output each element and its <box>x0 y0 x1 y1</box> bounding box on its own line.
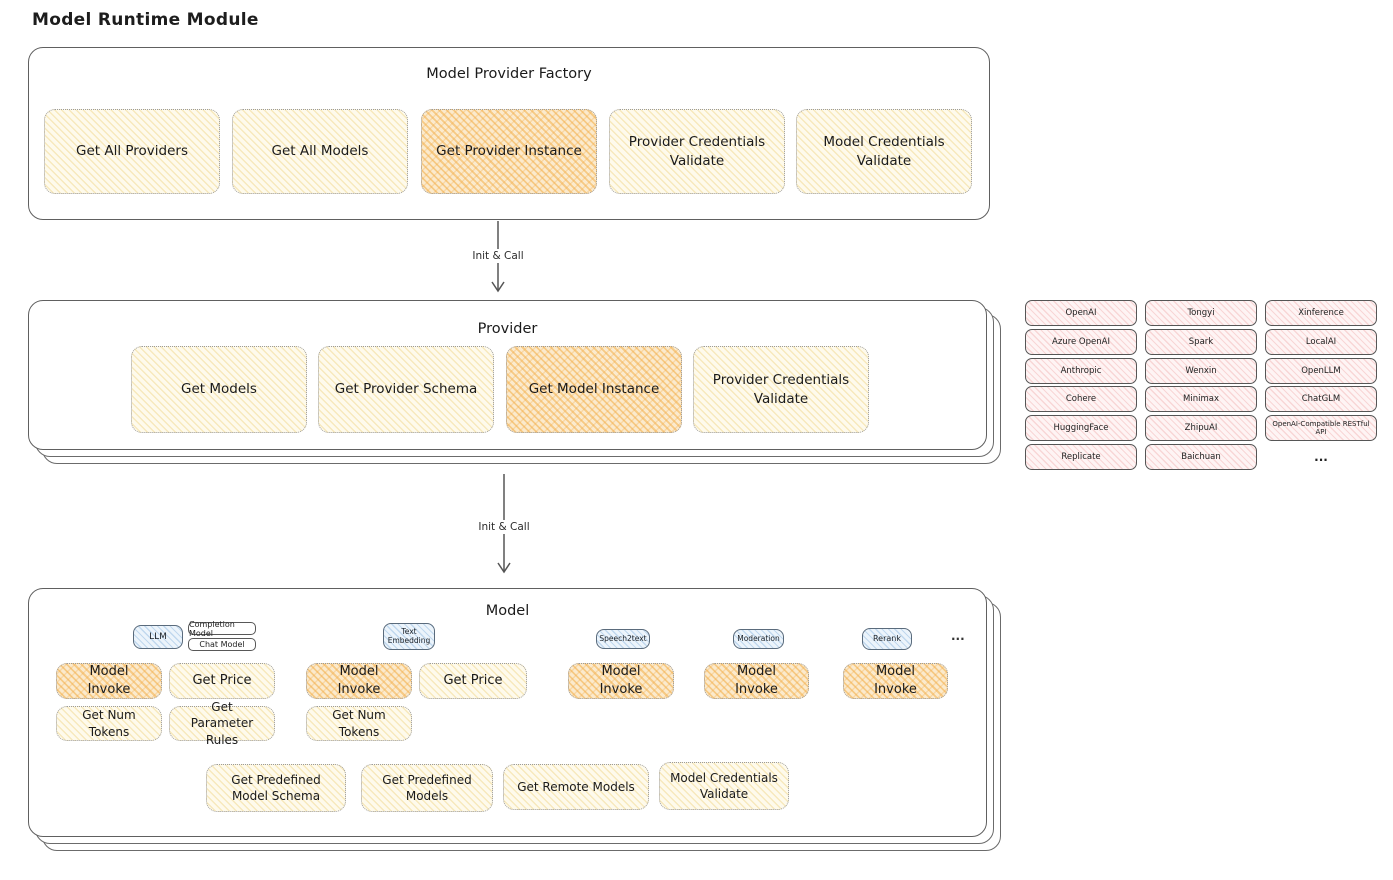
provider-get-model-instance: Get Model Instance <box>506 346 682 433</box>
page-title: Model Runtime Module <box>32 10 259 30</box>
factory-title: Model Provider Factory <box>426 66 592 82</box>
te-get-num-tokens: Get Num Tokens <box>306 706 412 741</box>
model-subtype-chat: Chat Model <box>188 638 256 651</box>
model-subtype-completion: Completion Model <box>188 620 256 638</box>
provider-credentials-validate: Provider Credentials Validate <box>693 346 869 433</box>
provider-chip-openai-compatible: OpenAI-Compatible RESTful API <box>1265 415 1377 442</box>
moderation-model-invoke: Model Invoke <box>704 663 809 699</box>
provider-chip-openai: OpenAI <box>1025 300 1137 326</box>
provider-chip-azure-openai: Azure OpenAI <box>1025 328 1137 355</box>
model-credentials-validate: Model Credentials Validate <box>659 762 789 810</box>
factory-box: Model Provider Factory Get All Providers… <box>28 47 990 220</box>
llm-get-price: Get Price <box>169 663 275 699</box>
provider-chip-replicate: Replicate <box>1025 443 1137 470</box>
factory-get-provider-instance: Get Provider Instance <box>421 109 597 194</box>
arrow2-label: Init & Call <box>473 520 535 534</box>
provider-chip-cohere: Cohere <box>1025 386 1137 413</box>
provider-chip-openllm: OpenLLM <box>1265 357 1377 384</box>
te-model-invoke: Model Invoke <box>306 663 412 699</box>
model-box: Model LLM Completion Model Chat Model Te… <box>28 588 987 837</box>
s2t-model-invoke: Model Invoke <box>568 663 674 699</box>
model-type-llm: LLM <box>133 625 183 649</box>
get-predefined-model-schema: Get Predefined Model Schema <box>206 764 346 812</box>
arrow1-label: Init & Call <box>467 249 529 263</box>
factory-provider-credentials-validate: Provider Credentials Validate <box>609 109 785 194</box>
model-type-text-embedding: Text Embedding <box>383 623 435 650</box>
factory-get-all-models: Get All Models <box>232 109 408 194</box>
provider-chip-more: ... <box>1314 449 1328 464</box>
provider-chip-wenxin: Wenxin <box>1145 357 1257 384</box>
provider-chip-localai: LocalAI <box>1265 328 1377 355</box>
model-type-rerank: Rerank <box>862 628 912 650</box>
provider-chip-spark: Spark <box>1145 328 1257 355</box>
llm-model-invoke: Model Invoke <box>56 663 162 699</box>
get-predefined-models: Get Predefined Models <box>361 764 493 812</box>
model-title: Model <box>485 603 530 619</box>
provider-chip-minimax: Minimax <box>1145 386 1257 413</box>
factory-model-credentials-validate: Model Credentials Validate <box>796 109 972 194</box>
model-type-moderation: Moderation <box>733 629 784 649</box>
provider-chip-chatglm: ChatGLM <box>1265 386 1377 413</box>
model-type-speech2text: Speech2text <box>596 629 650 649</box>
provider-title: Provider <box>477 321 538 337</box>
provider-get-models: Get Models <box>131 346 307 433</box>
provider-list: OpenAI Tongyi Xinference Azure OpenAI Sp… <box>1025 300 1377 470</box>
te-get-price: Get Price <box>419 663 527 699</box>
provider-get-provider-schema: Get Provider Schema <box>318 346 494 433</box>
llm-get-num-tokens: Get Num Tokens <box>56 706 162 741</box>
provider-box: Provider Get Models Get Provider Schema … <box>28 300 987 450</box>
provider-chip-tongyi: Tongyi <box>1145 300 1257 326</box>
provider-chip-xinference: Xinference <box>1265 300 1377 326</box>
llm-get-parameter-rules: Get Parameter Rules <box>169 700 275 747</box>
get-remote-models: Get Remote Models <box>503 764 649 810</box>
provider-chip-zhipuai: ZhipuAI <box>1145 415 1257 442</box>
factory-get-all-providers: Get All Providers <box>44 109 220 194</box>
provider-chip-huggingface: HuggingFace <box>1025 415 1137 442</box>
model-type-more: ... <box>951 629 965 643</box>
provider-chip-baichuan: Baichuan <box>1145 443 1257 470</box>
rerank-model-invoke: Model Invoke <box>843 663 948 699</box>
provider-chip-anthropic: Anthropic <box>1025 357 1137 384</box>
